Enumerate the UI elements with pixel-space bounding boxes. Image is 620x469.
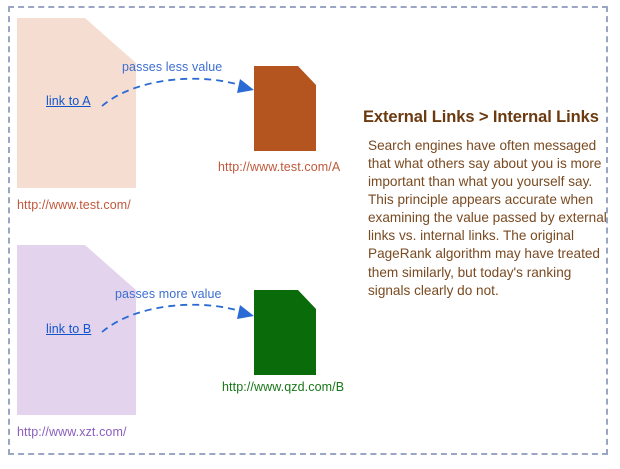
explanation-body: Search engines have often messaged that … [368, 138, 607, 298]
external-link-arrowhead [237, 305, 254, 319]
link-to-a-anchor[interactable]: link to A [46, 94, 91, 108]
external-link-arrow-label: passes more value [115, 287, 222, 301]
source-page-a-url-label: http://www.test.com/ [17, 198, 131, 212]
target-page-b-shape [254, 290, 316, 375]
explanation-block: External Links > Internal Links Search e… [363, 108, 608, 300]
link-to-b-anchor[interactable]: link to B [46, 322, 92, 336]
source-page-a-shape [17, 18, 136, 188]
source-page-b-shape [17, 245, 136, 415]
target-page-a-shape [254, 66, 316, 151]
explanation-title: External Links > Internal Links [363, 108, 599, 126]
source-page-b-url-label: http://www.xzt.com/ [17, 425, 127, 439]
target-page-b-url-label: http://www.qzd.com/B [222, 380, 345, 394]
target-page-a-url-label: http://www.test.com/A [218, 160, 341, 174]
internal-link-arrowhead [237, 79, 254, 93]
internal-link-arrow-label: passes less value [122, 60, 223, 74]
